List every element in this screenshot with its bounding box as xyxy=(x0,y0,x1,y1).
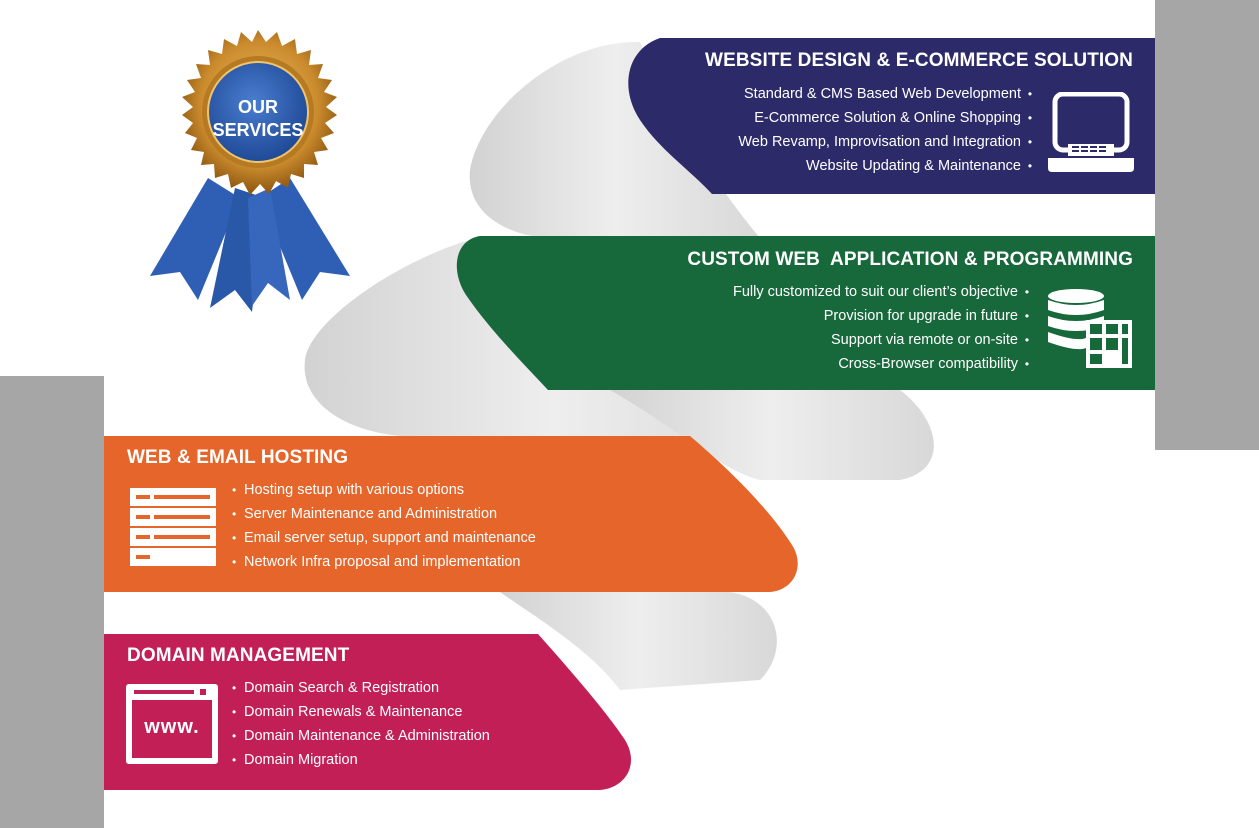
list-item: Support via remote or on-site xyxy=(733,328,1034,352)
right-grey-bar xyxy=(1155,0,1259,450)
database-table-icon xyxy=(1048,289,1132,368)
list-item: Website Updating & Maintenance xyxy=(738,154,1037,178)
list-item: Cross-Browser compatibility xyxy=(733,352,1034,376)
server-rack-icon xyxy=(130,488,216,566)
ribbon-badge-icon xyxy=(150,30,350,312)
list-item: Hosting setup with various options xyxy=(232,478,536,502)
browser-viewport xyxy=(132,700,212,758)
service-list-website-design: Standard & CMS Based Web Development E-C… xyxy=(738,82,1037,178)
list-item: Domain Renewals & Maintenance xyxy=(232,700,490,724)
service-title-custom-web-app: CUSTOM WEB APPLICATION & PROGRAMMING xyxy=(687,249,1133,270)
service-list-custom-web-app: Fully customized to suit our client’s ob… xyxy=(733,280,1034,376)
list-item: Domain Migration xyxy=(232,748,490,772)
list-item: Provision for upgrade in future xyxy=(733,304,1034,328)
service-title-hosting: WEB & EMAIL HOSTING xyxy=(127,447,349,468)
list-item: E-Commerce Solution & Online Shopping xyxy=(738,106,1037,130)
list-item: Web Revamp, Improvisation and Integratio… xyxy=(738,130,1037,154)
badge-label: OUR SERVICES xyxy=(202,96,314,142)
service-title-website-design: WEBSITE DESIGN & E-COMMERCE SOLUTION xyxy=(705,50,1133,71)
service-title-domain: DOMAIN MANAGEMENT xyxy=(127,645,350,666)
service-list-domain: Domain Search & Registration Domain Rene… xyxy=(232,676,490,772)
list-item: Email server setup, support and maintena… xyxy=(232,526,536,550)
list-item: Network Infra proposal and implementatio… xyxy=(232,550,536,574)
list-item: Standard & CMS Based Web Development xyxy=(738,82,1037,106)
list-item: Fully customized to suit our client’s ob… xyxy=(733,280,1034,304)
laptop-icon xyxy=(1048,92,1134,172)
list-item: Server Maintenance and Administration xyxy=(232,502,536,526)
badge-line-2: SERVICES xyxy=(212,120,304,140)
browser-dot xyxy=(200,689,206,695)
service-list-hosting: Hosting setup with various options Serve… xyxy=(232,478,536,574)
browser-titlebar xyxy=(134,690,194,694)
www-browser-icon: www. xyxy=(126,684,218,764)
badge-line-1: OUR xyxy=(238,97,278,117)
list-item: Domain Maintenance & Administration xyxy=(232,724,490,748)
list-item: Domain Search & Registration xyxy=(232,676,490,700)
www-text: www. xyxy=(144,716,200,738)
left-grey-bar xyxy=(0,376,104,828)
